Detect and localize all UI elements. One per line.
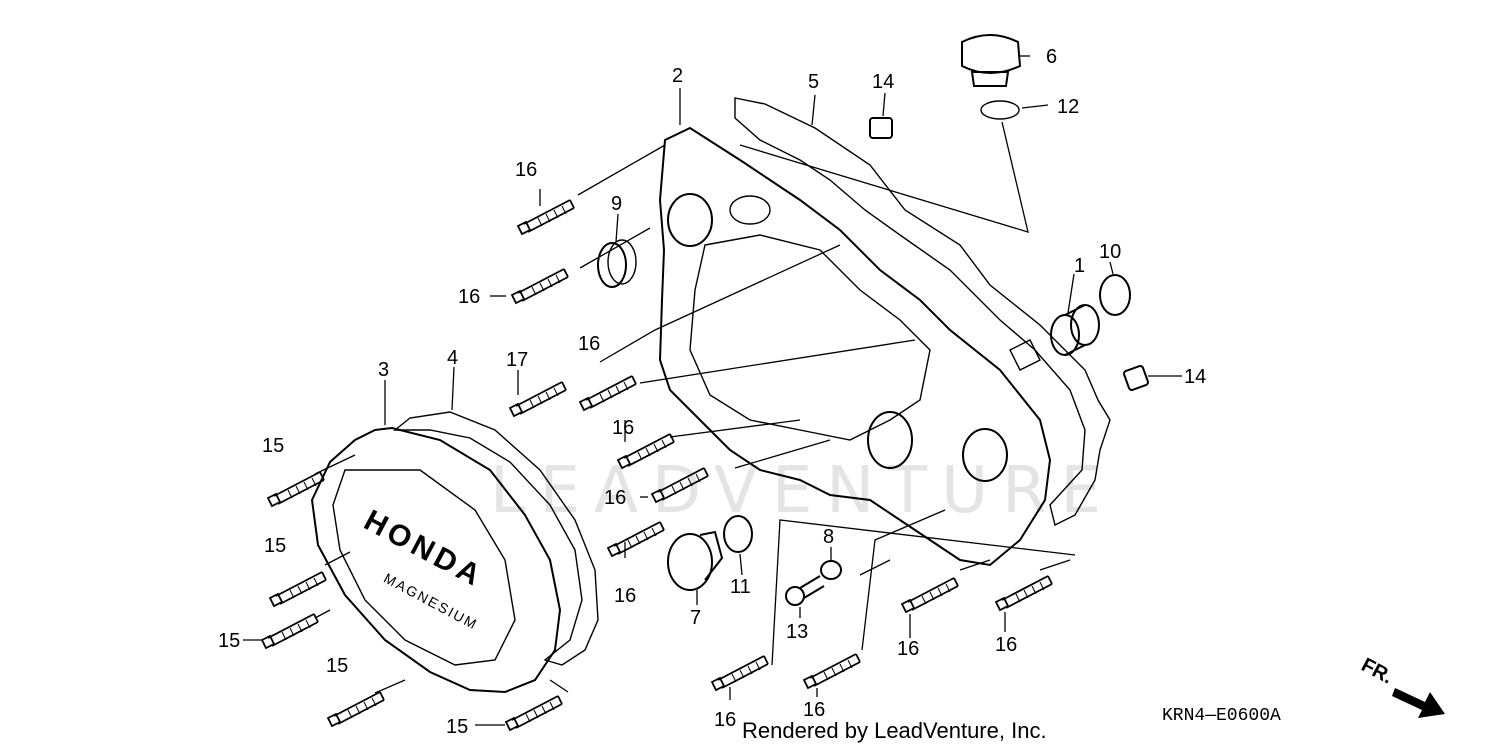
- oil-seal-part-9: [597, 239, 637, 288]
- callout-16-e: 16: [604, 487, 626, 509]
- callout-15-a: 15: [262, 435, 284, 457]
- callout-9: 9: [611, 193, 622, 215]
- callout-15-c: 15: [218, 630, 240, 652]
- callout-6: 6: [1046, 46, 1057, 68]
- callout-12: 12: [1057, 96, 1079, 118]
- callout-15-b: 15: [264, 535, 286, 557]
- callout-5: 5: [808, 71, 819, 93]
- callout-2: 2: [672, 65, 683, 87]
- callout-16-f: 16: [614, 585, 636, 607]
- bolt-part-16-g: [711, 655, 769, 691]
- cover-emboss-outline: [332, 469, 516, 666]
- gasket-part-4: [393, 411, 599, 666]
- o-ring-part-11: [723, 515, 753, 553]
- callout-8: 8: [823, 526, 834, 548]
- bolt-part-15-c: [261, 613, 319, 649]
- callout-16-h: 16: [803, 699, 825, 721]
- dowel-pin-part-14-right: [1123, 365, 1149, 391]
- callout-17: 17: [506, 349, 528, 371]
- callout-16-j: 16: [995, 634, 1017, 656]
- bolt-part-16-h: [803, 653, 861, 689]
- callout-16-c: 16: [578, 333, 600, 355]
- bolt-part-16-b: [511, 268, 569, 304]
- callout-10: 10: [1099, 241, 1121, 263]
- cover-bore-lower: [867, 411, 913, 469]
- callout-4: 4: [447, 347, 458, 369]
- front-arrow-icon: [1392, 688, 1445, 718]
- callout-11: 11: [730, 576, 751, 598]
- bolt-part-15-e: [505, 695, 563, 731]
- callout-15-d: 15: [326, 655, 348, 677]
- o-ring-part-10: [1099, 274, 1131, 316]
- oil-filler-cap-part-6: [961, 34, 1022, 87]
- callout-14-top: 14: [872, 71, 894, 93]
- cover-bore-right: [962, 428, 1008, 482]
- drain-plug-part-7: [667, 530, 724, 591]
- cover-inner-outline: [689, 234, 931, 441]
- washer-part-8: [820, 560, 842, 580]
- cover-port-part-2: [1009, 339, 1041, 371]
- diagram-code: KRN4—E0600A: [1162, 706, 1281, 726]
- bolt-part-15-b: [269, 571, 327, 607]
- bolt-part-16-i: [901, 577, 959, 613]
- bolt-part-16-a: [517, 199, 575, 235]
- callout-3: 3: [378, 359, 389, 381]
- clutch-cover-part-3: [310, 426, 562, 694]
- credit-text: Rendered by LeadVenture, Inc.: [742, 718, 1047, 743]
- callout-1: 1: [1074, 255, 1085, 277]
- callout-14-right: 14: [1184, 366, 1206, 388]
- crankcase-cover-part-2: [658, 126, 1052, 567]
- gasket-part-5: [734, 97, 1111, 527]
- brand-emboss-text: HONDA: [359, 504, 489, 594]
- screw-part-13: [785, 575, 825, 606]
- front-direction-indicator: FR.: [1358, 654, 1445, 718]
- callout-7: 7: [690, 607, 701, 629]
- callout-16-i: 16: [897, 638, 919, 660]
- bolt-part-15-a: [267, 471, 325, 507]
- cover-bore-top: [729, 195, 771, 225]
- callout-13: 13: [786, 621, 808, 643]
- bolt-part-15-d: [327, 691, 385, 727]
- bushing-part-1: [1050, 304, 1100, 356]
- callout-15-e: 15: [446, 716, 468, 738]
- dowel-pin-part-14-top: [869, 117, 893, 139]
- bolt-part-16-c: [579, 375, 637, 411]
- direction-label: FR.: [1358, 654, 1397, 689]
- leader-lines: [243, 55, 1182, 726]
- callout-16-g: 16: [714, 709, 736, 731]
- callout-16-a: 16: [515, 159, 537, 181]
- callout-16-b: 16: [458, 286, 480, 308]
- bolt-part-16-j: [995, 575, 1053, 611]
- watermark-text: LEADVENTURE: [490, 454, 1115, 528]
- callout-16-d: 16: [612, 417, 634, 439]
- cover-bore-upper: [667, 193, 713, 247]
- o-ring-part-12: [980, 100, 1020, 120]
